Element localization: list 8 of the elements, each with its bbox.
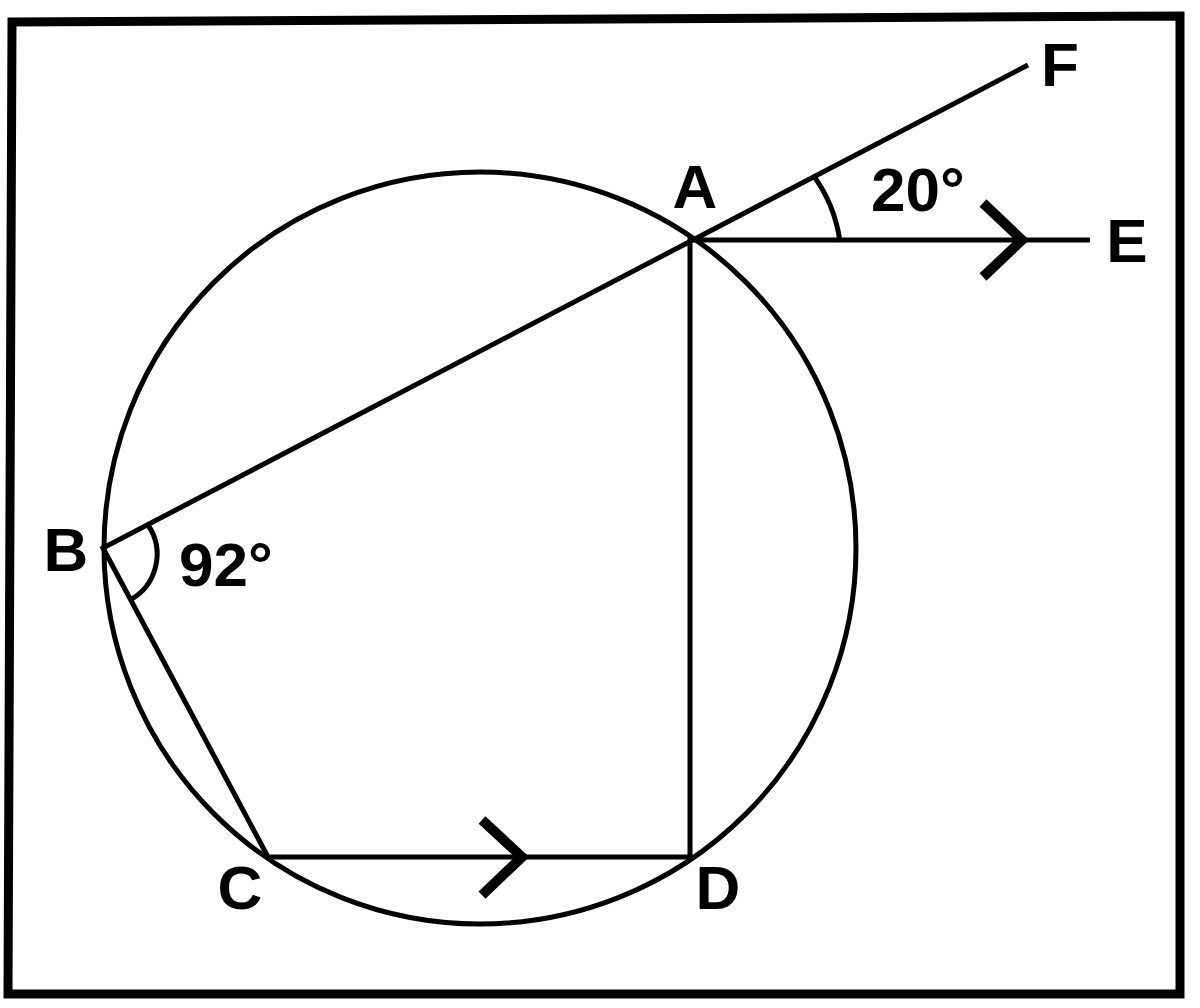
- point-label: F: [1041, 34, 1079, 96]
- angle-label: 20°: [871, 159, 965, 221]
- point-label: B: [43, 519, 89, 581]
- point-label: C: [217, 857, 263, 919]
- point-label: D: [695, 857, 741, 919]
- angle-label: 92°: [179, 534, 273, 596]
- point-label: A: [672, 156, 718, 218]
- point-label: E: [1106, 210, 1148, 272]
